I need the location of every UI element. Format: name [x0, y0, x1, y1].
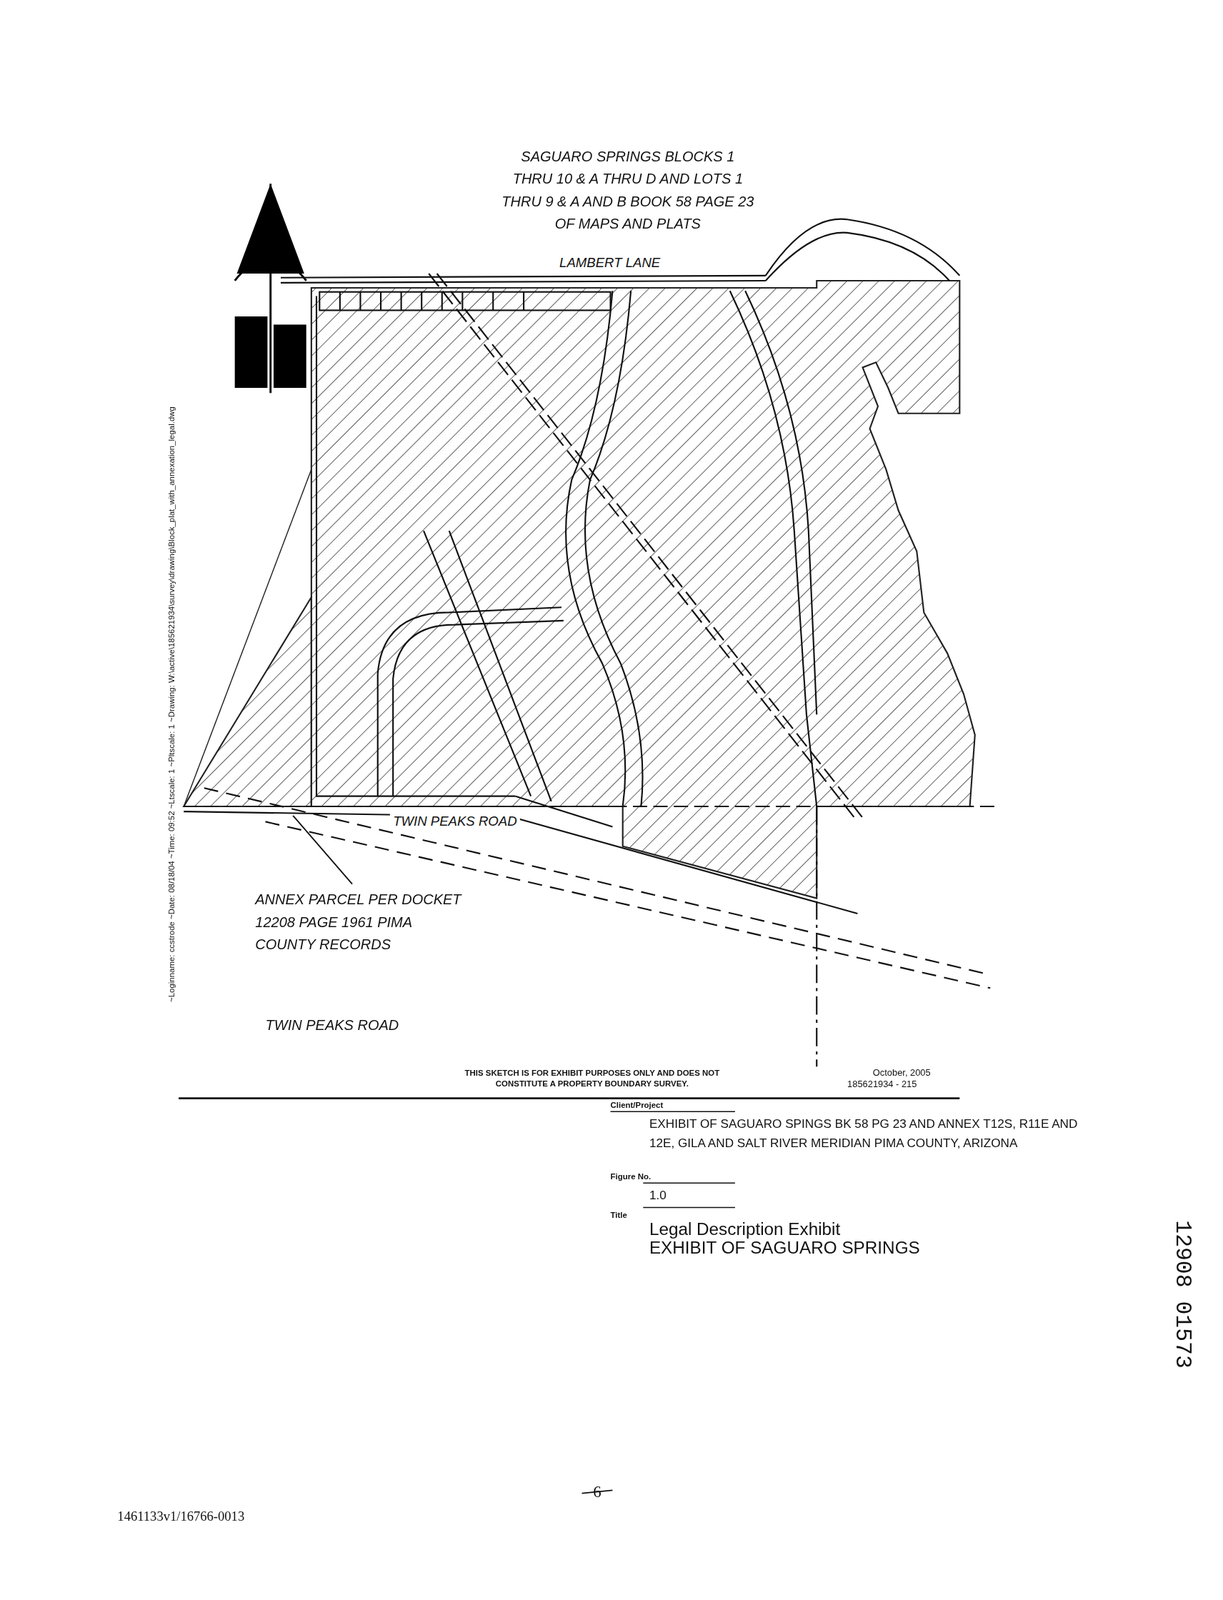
title-block-lines: [178, 1098, 960, 1494]
leader-line: [292, 815, 353, 885]
drawing-path: ~Loginname: ccstrode ~Date: 08/18/04 ~Ti…: [167, 406, 177, 1003]
field-caption: Client/Project: [610, 1100, 664, 1111]
figure-number: 1.0: [649, 1187, 667, 1203]
sheet-title: Legal Description Exhibit: [649, 1220, 841, 1241]
project-number: 185621934 - 215: [847, 1079, 917, 1090]
north-arrow: [235, 183, 307, 393]
road-name: TWIN PEAKS ROAD: [390, 813, 521, 829]
field-caption: Figure No.: [610, 1172, 652, 1182]
project-description: EXHIBIT OF SAGUARO SPINGS BK 58 PG 23 AN…: [649, 1115, 1078, 1154]
road-name: TWIN PEAKS ROAD: [265, 1016, 400, 1033]
annex-note: ANNEX PARCEL PER DOCKET 12208 PAGE 1961 …: [255, 887, 475, 956]
road-name: LAMBERT LANE: [556, 255, 664, 271]
date-note: October, 2005: [872, 1067, 931, 1078]
sheet-title: EXHIBIT OF SAGUARO SPRINGS: [649, 1238, 921, 1259]
plat-title: SAGUARO SPRINGS BLOCKS 1 THRU 10 & A THR…: [500, 145, 756, 236]
recording-number: 12908 01573: [1169, 1220, 1196, 1369]
page-number: 6: [592, 1483, 601, 1502]
road-lines: [183, 219, 1001, 1068]
document-id: 1461133v1/16766-0013: [117, 1508, 245, 1526]
field-caption: Title: [610, 1210, 628, 1221]
disclaimer-note: THIS SKETCH IS FOR EXHIBIT PURPOSES ONLY…: [438, 1068, 746, 1090]
